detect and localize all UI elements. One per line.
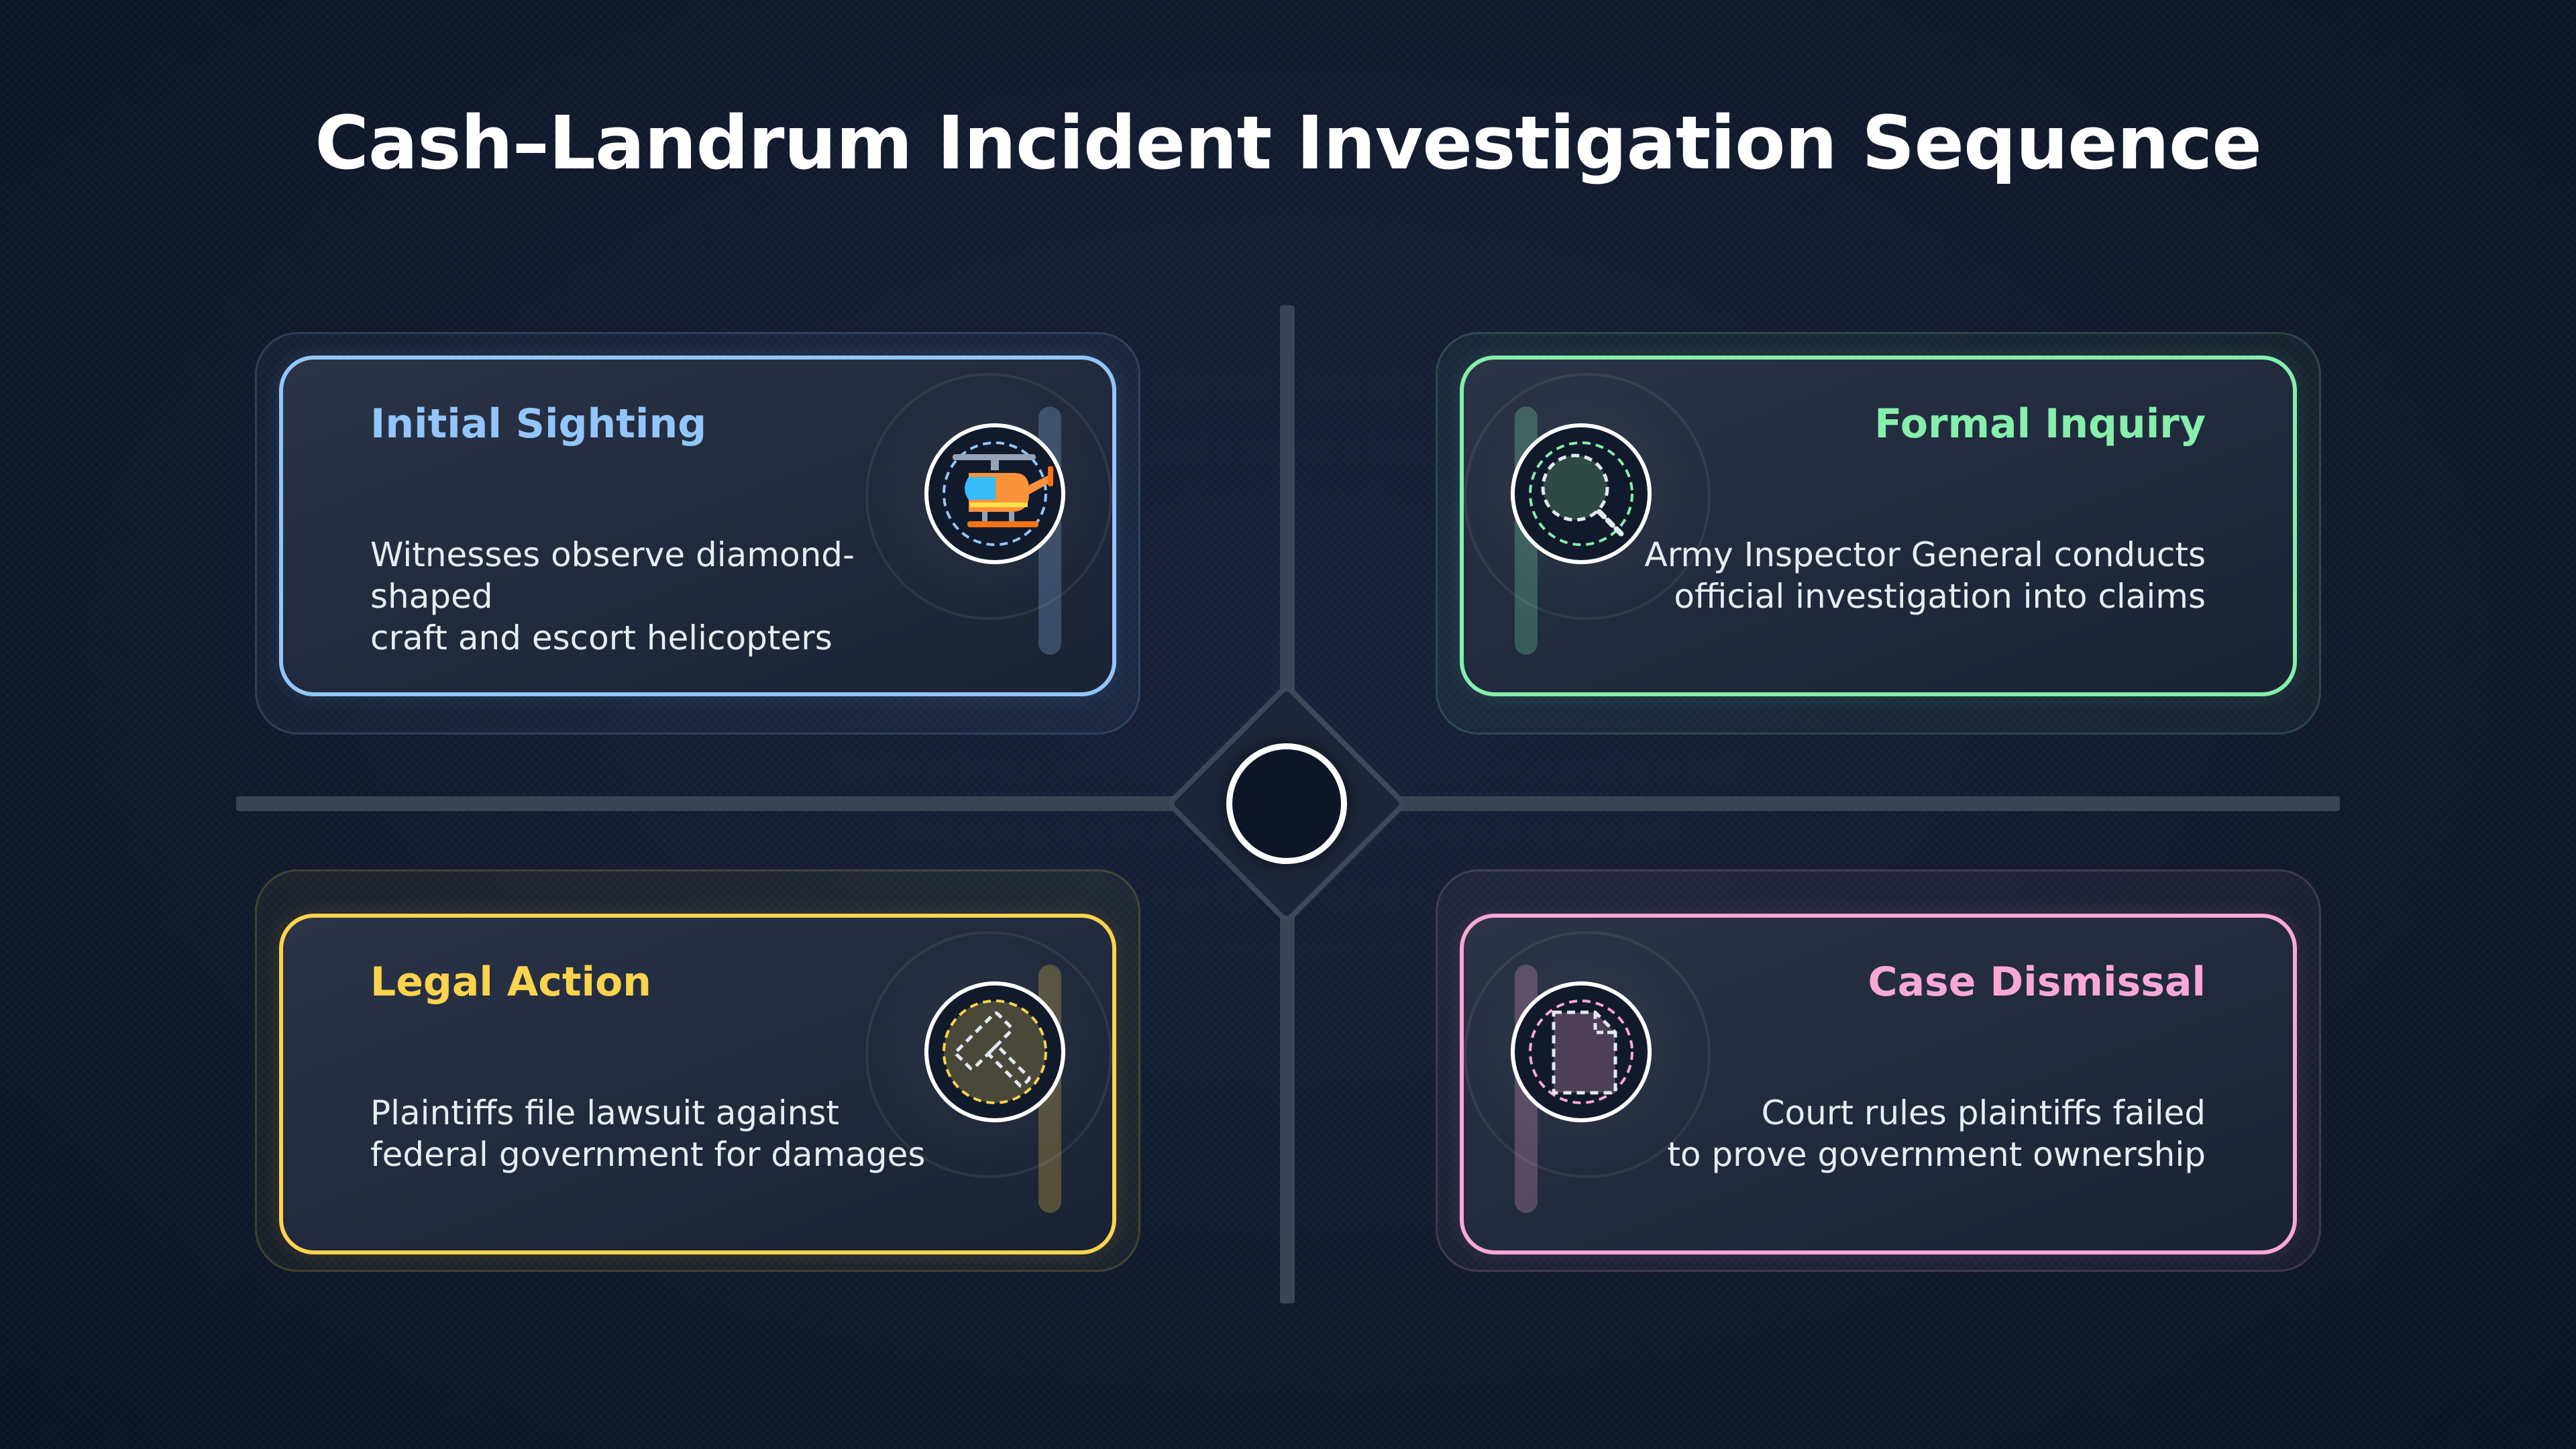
icon-badge [924, 423, 1065, 564]
step-title: Legal Action [370, 959, 652, 1006]
gavel-icon [943, 1000, 1047, 1104]
step-card-case-dismissal[interactable]: Case Dismissal Court rules plaintiffs fa… [1460, 914, 2297, 1254]
step-card-legal-action[interactable]: Legal Action Plaintiffs file lawsuit aga… [279, 914, 1116, 1254]
step-description: Witnesses observe diamond-shaped craft a… [370, 535, 855, 657]
step-description: Army Inspector General conducts official… [1645, 535, 2206, 616]
step-title: Case Dismissal [1868, 959, 2206, 1006]
magnifier-icon [1529, 441, 1633, 546]
step-card-initial-sighting[interactable]: Initial Sighting Witnesses observe diamo… [279, 356, 1116, 696]
step-title: Formal Inquiry [1874, 400, 2206, 447]
helicopter-icon [943, 441, 1053, 546]
step-title: Initial Sighting [370, 400, 707, 447]
page-title: Cash–Landrum Incident Investigation Sequ… [315, 100, 2262, 186]
center-hub [1226, 743, 1347, 864]
icon-badge [1511, 423, 1652, 564]
step-description: Court rules plaintiffs failed to prove g… [1667, 1093, 2206, 1174]
icon-badge [1511, 981, 1652, 1122]
step-description: Plaintiffs file lawsuit against federal … [370, 1093, 926, 1174]
step-card-formal-inquiry[interactable]: Formal Inquiry Army Inspector General co… [1460, 356, 2297, 696]
icon-badge [924, 981, 1065, 1122]
document-icon [1529, 1000, 1633, 1104]
